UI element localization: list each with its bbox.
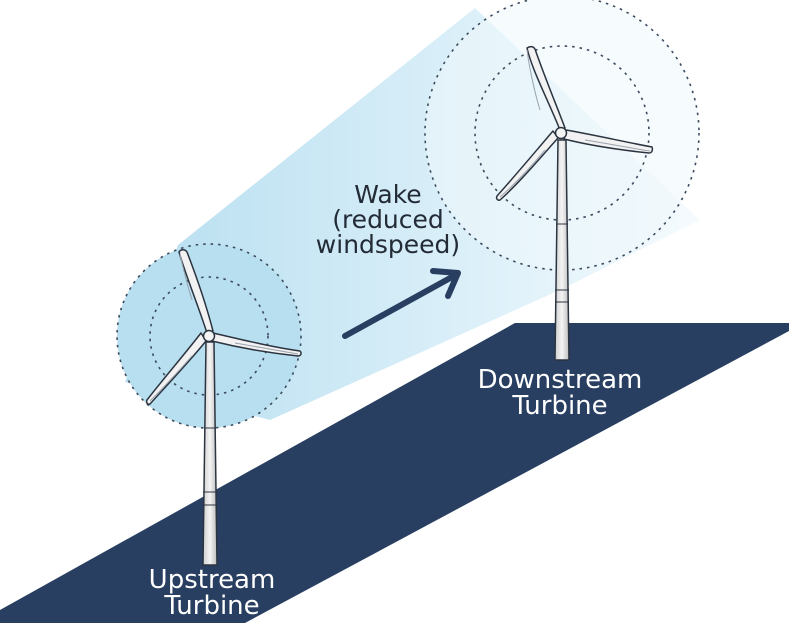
downstream-hub <box>554 126 568 140</box>
ground-strip <box>0 323 789 623</box>
wake-label-line-2: (reduced <box>332 205 444 234</box>
upstream-blade-up <box>178 249 214 334</box>
downstream-rotor-outer-ring <box>424 0 700 271</box>
wake-label-line-3: windspeed) <box>315 230 461 259</box>
upstream-hub <box>202 329 216 343</box>
wake-direction-arrow <box>342 268 461 339</box>
downstream-label-line-1: Downstream <box>477 365 643 395</box>
wake-label-line-1: Wake <box>354 180 422 209</box>
downstream-blade-right <box>563 129 654 154</box>
upstream-turbine <box>145 249 302 566</box>
downstream-turbine-label: Downstream Turbine <box>440 367 680 419</box>
wake-label: Wake (reduced windspeed) <box>258 182 518 257</box>
downstream-label-line-2: Turbine <box>512 391 608 421</box>
upstream-label-line-1: Upstream <box>148 565 276 595</box>
downstream-blade-up <box>526 45 566 131</box>
upstream-label-line-2: Turbine <box>164 591 260 621</box>
upstream-blade-down-left <box>145 332 207 405</box>
upstream-tower <box>202 341 218 566</box>
upstream-rotor-inner-ring <box>149 276 269 396</box>
downstream-tower <box>554 139 570 361</box>
downstream-blade-down-left <box>495 130 559 201</box>
downstream-turbine <box>495 45 654 361</box>
upstream-turbine-label: Upstream Turbine <box>112 567 312 619</box>
